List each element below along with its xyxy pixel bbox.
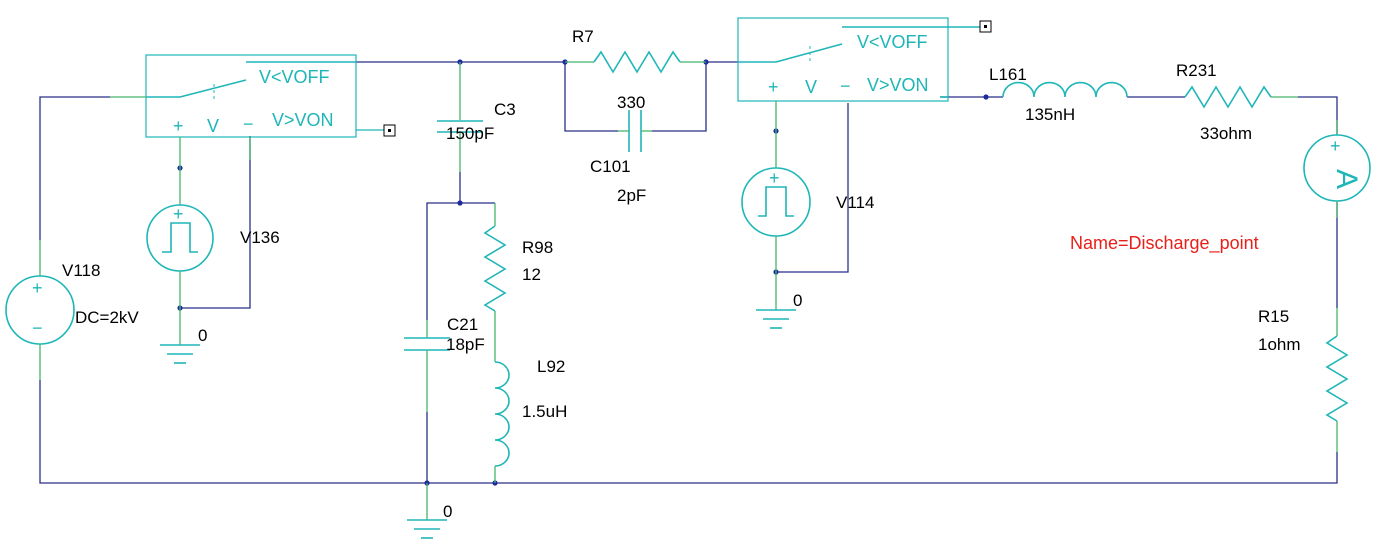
ground-3: 0 xyxy=(756,272,802,329)
capacitor-c21[interactable]: C21 18pF xyxy=(404,315,485,483)
r7-value: 330 xyxy=(617,93,645,112)
sw2-minus-label: − xyxy=(840,76,851,96)
resistor-r98[interactable]: R98 12 xyxy=(483,203,553,362)
c21-value: 18pF xyxy=(446,335,485,354)
sw2-von-label: V>VON xyxy=(867,75,929,95)
source-v118[interactable]: + − V118 DC=2kV xyxy=(5,240,139,380)
sw2-plus-label: + xyxy=(768,77,779,97)
sw2-voff-label: V<VOFF xyxy=(857,32,928,52)
v118-minus: − xyxy=(32,318,43,338)
v114-plus: + xyxy=(769,168,780,188)
l92-value: 1.5uH xyxy=(522,402,567,421)
inductor-l161[interactable]: L161 135nH xyxy=(989,65,1128,124)
wire-c21-top xyxy=(426,202,495,320)
ground-1-label: 0 xyxy=(198,326,207,345)
sw1-body xyxy=(145,54,357,138)
wire-v114-ctrl xyxy=(776,103,849,273)
v118-plus: + xyxy=(32,278,43,298)
ammeter-plus: + xyxy=(1330,136,1341,156)
v118-ref: V118 xyxy=(62,261,100,280)
v114-ref: V114 xyxy=(836,193,874,212)
v136-ref: V136 xyxy=(240,228,280,247)
r231-ref: R231 xyxy=(1176,61,1217,80)
wire-v118-top xyxy=(39,96,110,240)
sw2-v-label: V xyxy=(805,77,817,97)
capacitor-c3[interactable]: C3 150pF xyxy=(437,62,516,172)
r98-ref: R98 xyxy=(522,238,553,257)
r231-value: 33ohm xyxy=(1200,124,1252,143)
c21-ref: C21 xyxy=(447,315,478,334)
switch-2[interactable]: V<VOFF V>VON + V − xyxy=(737,17,992,131)
sw1-blade xyxy=(179,79,247,98)
sw1-plus-label: + xyxy=(173,116,184,136)
c101-ref: C101 xyxy=(590,157,631,176)
r98-zigzag xyxy=(483,225,507,312)
v136-plus: + xyxy=(173,204,184,224)
l161-coil xyxy=(1002,81,1128,98)
l161-ref: L161 xyxy=(989,65,1027,84)
wire-r231-ammeter xyxy=(1298,96,1338,135)
sw1-voff-label: V<VOFF xyxy=(259,67,330,87)
r7-zigzag xyxy=(593,50,681,74)
wire-c101-left xyxy=(564,62,618,132)
c3-value: 150pF xyxy=(446,124,494,143)
ammeter[interactable]: + A xyxy=(1303,120,1371,218)
r98-value: 12 xyxy=(522,265,541,284)
r15-value: 1ohm xyxy=(1258,335,1301,354)
v136-pulse-glyph xyxy=(162,222,198,253)
sw2-body xyxy=(737,17,949,102)
r231-zigzag xyxy=(1184,85,1272,109)
switch-1[interactable]: V<VOFF V>VON + V − xyxy=(110,54,396,168)
ground-2: 0 xyxy=(407,483,452,539)
ammeter-label: A xyxy=(1330,169,1363,189)
sw2-pin-dot xyxy=(984,25,987,28)
r15-ref: R15 xyxy=(1258,307,1289,326)
resistor-r231[interactable]: R231 33ohm xyxy=(1176,61,1298,143)
v118-value: DC=2kV xyxy=(75,308,139,327)
wire-v136-ctrl xyxy=(180,136,251,309)
c101-value: 2pF xyxy=(617,186,646,205)
sw1-pin-dot xyxy=(388,129,391,132)
ground-3-label: 0 xyxy=(793,291,802,310)
capacitor-c101[interactable]: C101 2pF xyxy=(590,110,652,205)
source-v114[interactable]: + V114 xyxy=(741,131,874,272)
ground-2-label: 0 xyxy=(443,502,452,521)
wire-bottom-bus xyxy=(39,380,1338,484)
wires xyxy=(39,61,1338,484)
sw1-minus-label: − xyxy=(243,114,254,134)
resistor-r15[interactable]: R15 1ohm xyxy=(1258,307,1349,452)
junction-dot xyxy=(983,94,989,100)
r7-ref: R7 xyxy=(572,27,594,46)
l92-ref: L92 xyxy=(537,357,565,376)
inductor-l92[interactable]: L92 1.5uH xyxy=(494,357,567,483)
resistor-r7[interactable]: R7 330 xyxy=(565,27,706,112)
net-name-annotation: Name=Discharge_point xyxy=(1070,233,1259,254)
source-v136[interactable]: + V136 xyxy=(146,168,280,308)
ground-1: 0 xyxy=(160,308,207,364)
v114-pulse-glyph xyxy=(758,186,794,217)
l161-value: 135nH xyxy=(1025,105,1075,124)
sw2-blade xyxy=(775,43,843,63)
sw1-v-label: V xyxy=(207,116,219,136)
junction-dot xyxy=(457,200,463,206)
r15-zigzag xyxy=(1325,335,1349,422)
wire-c101-right xyxy=(652,62,707,132)
sw1-von-label: V>VON xyxy=(272,110,334,130)
c3-ref: C3 xyxy=(494,100,516,119)
l92-coil xyxy=(494,361,510,467)
